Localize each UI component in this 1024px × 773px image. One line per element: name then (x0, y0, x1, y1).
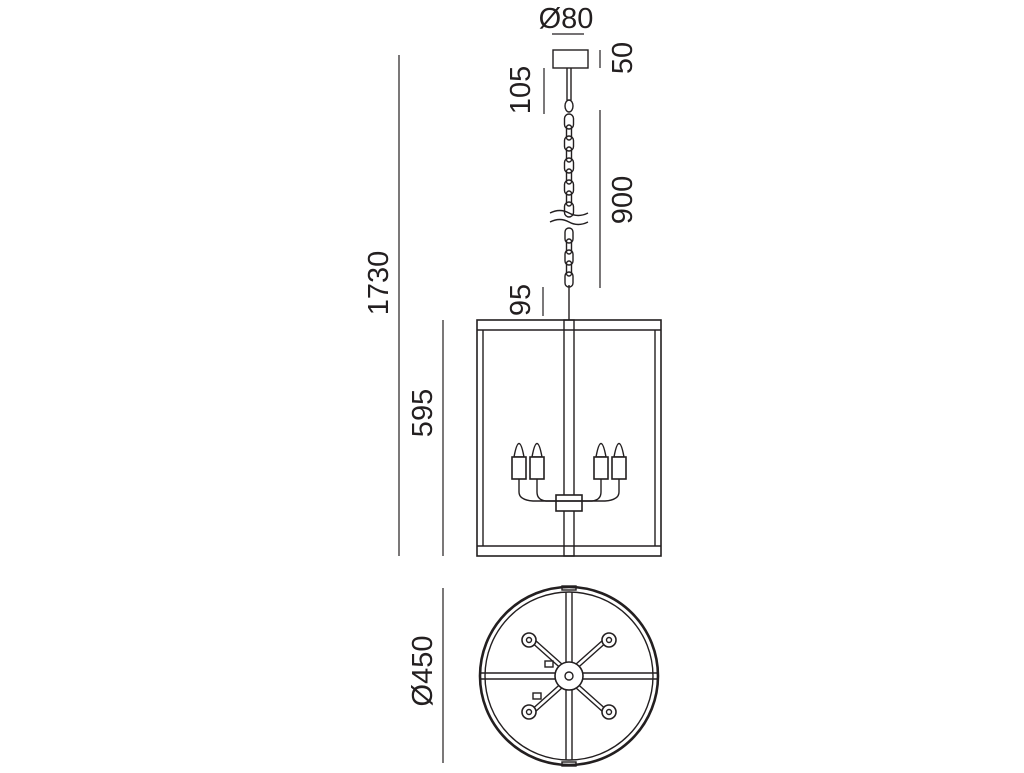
lantern-top-view (478, 585, 660, 767)
candle-cup (601, 704, 617, 720)
chain-link (563, 135, 575, 152)
chain-link (565, 190, 573, 207)
dim-shade-diameter-label: Ø450 (407, 636, 439, 707)
chain-link (565, 238, 573, 255)
canopy-box (552, 49, 589, 69)
outer-ring (478, 585, 660, 767)
candle-wick (605, 636, 613, 644)
lantern-frame (476, 319, 662, 557)
candle-sleeve (511, 456, 527, 480)
candle-arm (536, 479, 556, 502)
dim-chain-length-label: 900 (607, 176, 639, 224)
candle-sleeve (611, 456, 627, 480)
chain-link (565, 146, 573, 163)
chain-link (563, 201, 575, 218)
candle-cup (521, 704, 537, 720)
hub-bracket-top (544, 660, 554, 668)
inner-ring (484, 591, 654, 761)
dim-total-height-label: 1730 (363, 251, 395, 316)
stem-hook (564, 99, 574, 113)
candle-wick (525, 708, 533, 716)
chain-link (563, 113, 575, 130)
canopy (552, 49, 589, 113)
hub-outer (554, 661, 584, 691)
candle-cup (521, 632, 537, 648)
chain (563, 113, 575, 288)
dim-top-gap-label: 95 (505, 284, 537, 316)
chain-link (563, 179, 575, 196)
chain-link (565, 168, 573, 185)
chain-break-mark (549, 209, 589, 226)
chain-link (564, 249, 574, 266)
bottom-cap (561, 761, 577, 767)
chain-link (565, 124, 573, 141)
candle-cup (601, 632, 617, 648)
dim-stem-length-label: 105 (505, 66, 537, 114)
candle-wick (605, 708, 613, 716)
dimension-lines (398, 33, 601, 763)
candle-sleeve (529, 456, 545, 480)
lantern-side-view (476, 319, 662, 557)
center-rod (563, 319, 575, 557)
top-cap (561, 585, 577, 591)
dim-canopy-diameter-label: Ø80 (539, 3, 594, 35)
hub-bracket-bottom (532, 692, 542, 700)
candle-sleeve (593, 456, 609, 480)
candle-wick (525, 636, 533, 644)
dim-shade-height-label: 595 (407, 389, 439, 437)
chain-link (565, 260, 573, 277)
candle-arm (518, 479, 556, 502)
hub-inner (564, 671, 574, 681)
candle-arm (556, 479, 620, 502)
chain-link (563, 157, 575, 174)
candle-hub (555, 494, 583, 512)
dim-canopy-height-label: 50 (607, 42, 639, 74)
candle-cluster (511, 442, 627, 502)
candle-arms (521, 632, 617, 720)
chain-link (564, 227, 574, 244)
